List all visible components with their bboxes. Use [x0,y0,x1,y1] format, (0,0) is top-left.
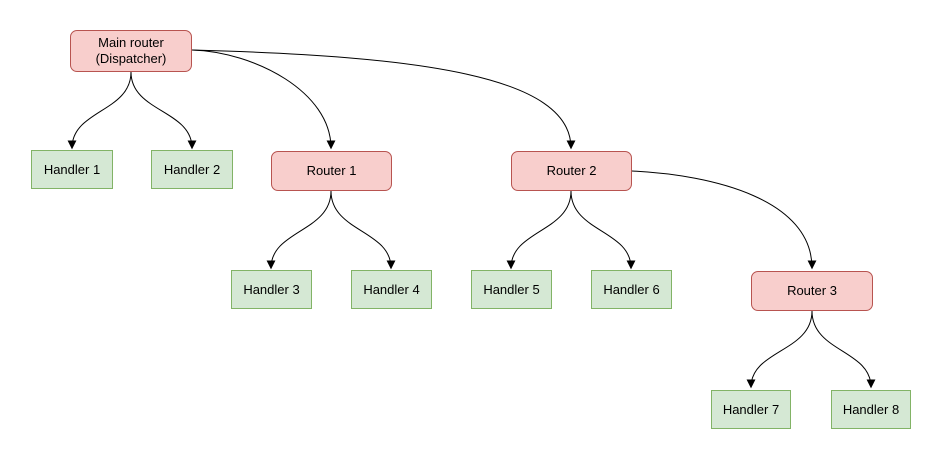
node-router-2-label: Router 2 [546,163,597,178]
node-handler-6-label: Handler 6 [603,281,660,297]
node-router-3: Router 3 [751,271,873,311]
edge-router-2-to-router-3 [631,170,817,270]
node-handler-7: Handler 7 [711,390,791,429]
node-main-router: Main router (Dispatcher) [70,30,192,72]
node-handler-8-label: Handler 8 [842,401,900,417]
edge-router-2-to-handler-5 [506,190,572,270]
node-handler-2-label: Handler 2 [163,161,221,177]
node-handler-7-label: Handler 7 [722,401,780,417]
edge-router-3-to-handler-7 [746,310,813,389]
node-router-3-label: Router 3 [787,283,837,298]
edge-main-router-to-handler-1 [67,71,132,150]
edge-router-2-to-handler-6 [570,190,636,270]
node-handler-1: Handler 1 [31,150,113,189]
node-handler-6: Handler 6 [591,270,672,309]
node-handler-3: Handler 3 [231,270,312,309]
node-handler-4: Handler 4 [351,270,432,309]
node-router-2: Router 2 [511,151,632,191]
node-router-1: Router 1 [271,151,392,191]
node-handler-4-label: Handler 4 [363,281,420,297]
node-main-router-label: Main router (Dispatcher) [95,35,167,66]
edge-router-1-to-handler-3 [266,190,332,270]
node-handler-1-label: Handler 1 [43,161,101,177]
edge-main-router-to-handler-2 [130,71,197,150]
node-handler-8: Handler 8 [831,390,911,429]
node-handler-5-label: Handler 5 [483,281,540,297]
node-router-1-label: Router 1 [306,163,357,178]
edge-main-router-to-router-2 [191,49,576,150]
node-handler-2: Handler 2 [151,150,233,189]
edge-router-3-to-handler-8 [811,310,876,389]
edge-router-1-to-handler-4 [330,190,396,270]
node-handler-3-label: Handler 3 [243,281,300,297]
node-handler-5: Handler 5 [471,270,552,309]
edge-main-router-to-router-1 [191,49,336,150]
